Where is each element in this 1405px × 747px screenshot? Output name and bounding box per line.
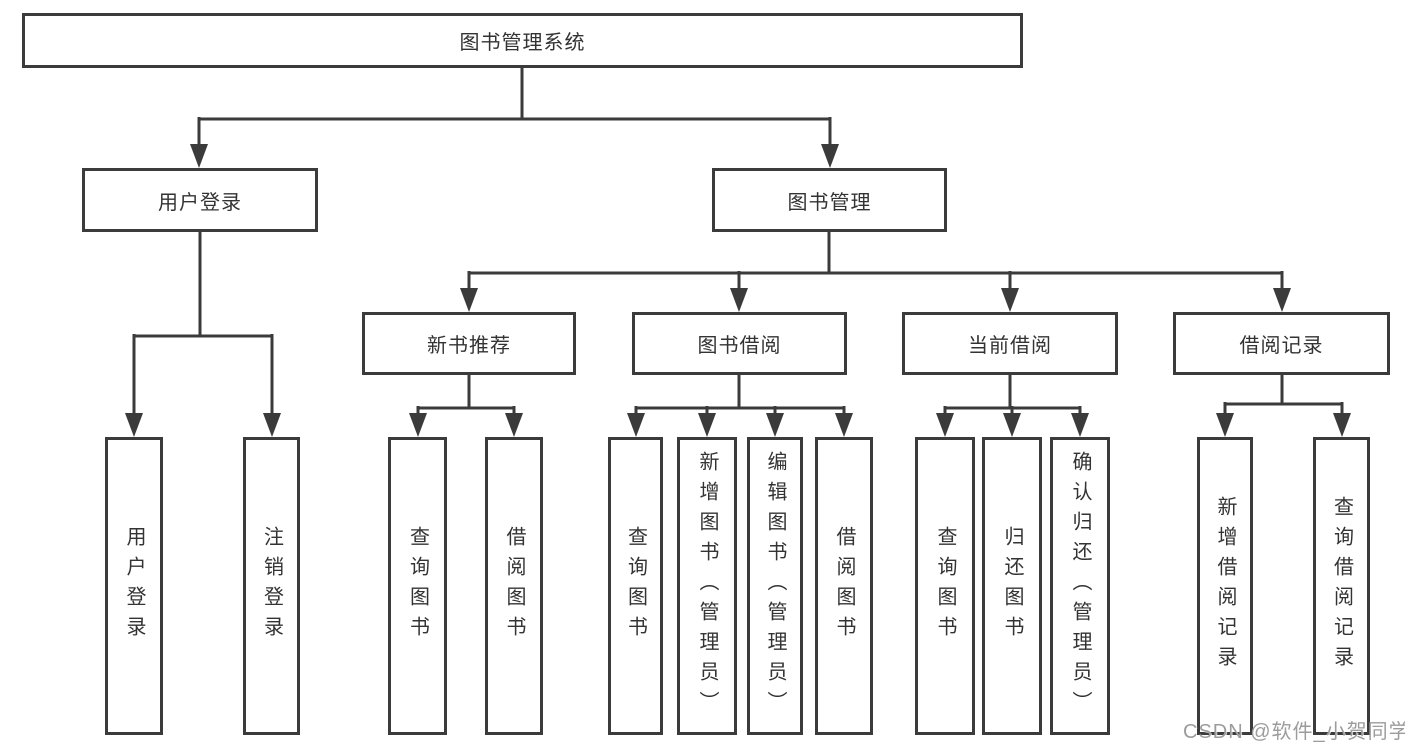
leaf-confirm-return-admin-label: 确认归还（管理员） [1069,451,1091,721]
node-current-borrow: 当前借阅 [902,312,1118,375]
leaf-query-books-current-label: 查询图书 [934,526,956,646]
leaf-user-login: 用户登录 [105,437,163,735]
leaf-borrow-books-recommend-label: 借阅图书 [503,526,525,646]
watermark-text: CSDN @软件_小贺同学 [1183,721,1405,743]
node-borrow-records: 借阅记录 [1173,312,1390,375]
node-book-management: 图书管理 [712,168,947,232]
leaf-query-borrow-record-label: 查询借阅记录 [1330,496,1353,676]
node-user-login: 用户登录 [82,168,318,232]
leaf-confirm-return-admin: 确认归还（管理员） [1050,437,1110,735]
leaf-query-books-borrow: 查询图书 [608,437,663,735]
leaf-edit-book-admin-label: 编辑图书（管理员） [764,451,786,721]
leaf-query-borrow-record: 查询借阅记录 [1313,437,1370,735]
leaf-add-book-admin: 新增图书（管理员） [677,437,737,735]
leaf-query-books-current: 查询图书 [915,437,975,735]
leaf-add-book-admin-label: 新增图书（管理员） [696,451,718,721]
node-new-book-recommend: 新书推荐 [362,312,576,375]
leaf-add-borrow-record-label: 新增借阅记录 [1214,496,1236,676]
leaf-logout-label: 注销登录 [260,526,283,646]
leaf-return-book: 归还图书 [982,437,1042,735]
leaf-query-books-recommend: 查询图书 [388,437,447,735]
leaf-query-books-borrow-label: 查询图书 [624,526,647,646]
leaf-borrow-books: 借阅图书 [815,437,873,735]
leaf-add-borrow-record: 新增借阅记录 [1197,437,1253,735]
leaf-query-books-recommend-label: 查询图书 [406,526,429,646]
node-book-borrow: 图书借阅 [632,312,847,375]
leaf-return-book-label: 归还图书 [1001,526,1023,646]
leaf-borrow-books-label: 借阅图书 [833,526,855,646]
leaf-edit-book-admin: 编辑图书（管理员） [747,437,803,735]
node-library-management-system: 图书管理系统 [22,13,1023,68]
leaf-logout: 注销登录 [243,437,300,735]
leaf-user-login-label: 用户登录 [123,526,145,646]
leaf-borrow-books-recommend: 借阅图书 [485,437,543,735]
